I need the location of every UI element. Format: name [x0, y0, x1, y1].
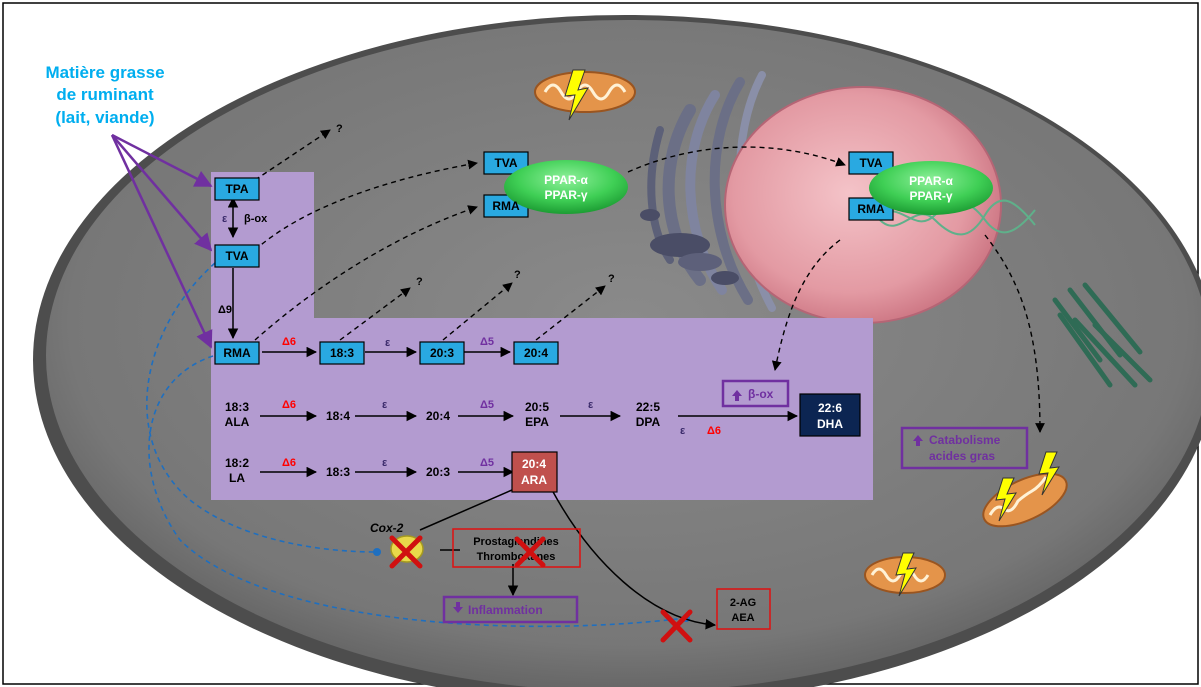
tpa-label: TPA [225, 182, 248, 196]
epsilon-ala-2: ε [588, 399, 594, 411]
delta5-la: Δ5 [480, 457, 494, 469]
delta5-rma: Δ5 [480, 336, 494, 348]
c20-3-box [419, 341, 465, 365]
arrow-up-icon [732, 390, 742, 401]
dpa-label: DPA [636, 415, 661, 429]
epsilon-ala-1: ε [382, 399, 388, 411]
rma-nucleus-label: RMA [857, 202, 885, 216]
ara-number: 20:4 [522, 457, 546, 471]
ppar-receptors [504, 160, 993, 215]
dpa-number: 22:5 [636, 400, 660, 414]
ppar-nucleus [869, 161, 993, 215]
dashed-arrows [254, 129, 1045, 433]
pathway-panel [211, 172, 873, 500]
vesicles [640, 209, 739, 285]
ala-20-4: 20:4 [426, 409, 450, 423]
tva-nucleus-box [848, 151, 894, 175]
prostaglandins-box: Prostaglandines Thromboxanes [452, 528, 581, 568]
c18-3-label: 18:3 [330, 346, 354, 360]
catabolism-line-2: acides gras [929, 449, 995, 463]
ppar-gamma-nucleus: PPAR-γ [909, 189, 952, 203]
ppar-alpha-nucleus: PPAR-α [909, 174, 953, 188]
epa-number: 20:5 [525, 400, 549, 414]
inhibition-lines [146, 262, 687, 628]
beta-ox-up-label: β-ox [748, 387, 774, 401]
la-20-3: 20:3 [426, 465, 450, 479]
catabolism-line-1: Catabolisme [929, 433, 1001, 447]
dha-number: 22:6 [818, 401, 842, 415]
c20-4-label: 20:4 [524, 346, 548, 360]
inflammation-label: Inflammation [468, 603, 543, 617]
catabolism-box: Catabolisme acides gras [900, 426, 1029, 470]
unknown-1: ? [336, 123, 343, 135]
rma-outer-label: RMA [492, 199, 520, 213]
source-line-2: de ruminant [56, 85, 154, 104]
la-label: LA [229, 471, 245, 485]
unknown-3: ? [514, 269, 521, 281]
delta9-label: Δ9 [218, 304, 232, 316]
ppar-alpha-outer: PPAR-α [544, 173, 588, 187]
delta6-la: Δ6 [282, 457, 296, 469]
la-18-3: 18:3 [326, 465, 350, 479]
lightning-icon [564, 69, 1060, 597]
rma-box [214, 341, 260, 365]
delta6-rma: Δ6 [282, 336, 296, 348]
tva-box [214, 244, 260, 268]
beta-ox-up-box: β-ox [721, 379, 790, 408]
epsilon-rma: ε [385, 337, 391, 349]
epsilon-la: ε [382, 457, 388, 469]
tpa-box [214, 177, 260, 201]
unknown-2: ? [416, 276, 423, 288]
ala-18-4: 18:4 [326, 409, 350, 423]
epa-label: EPA [525, 415, 549, 429]
la-number: 18:2 [225, 456, 249, 470]
tva-outer-box [483, 151, 529, 175]
beta-ox-label: β-ox [244, 213, 268, 225]
2ag-label: 2-AG [730, 597, 756, 609]
ala-label: ALA [225, 415, 250, 429]
delta6-ala: Δ6 [282, 399, 296, 411]
ara-label: ARA [521, 473, 547, 487]
dha-box [799, 393, 861, 437]
c18-3-box [319, 341, 365, 365]
arrow-up-icon [913, 435, 923, 446]
c20-3-label: 20:3 [430, 346, 454, 360]
cox2-label: Cox-2 [370, 521, 404, 535]
solid-arrows [227, 196, 799, 630]
unknown-4: ? [608, 273, 615, 285]
ala-number: 18:3 [225, 400, 249, 414]
aea-label: AEA [731, 612, 754, 624]
ppar-outer [504, 160, 628, 214]
delta6-ala-2: Δ6 [707, 425, 721, 437]
fatty-acid-boxes [214, 151, 894, 493]
endocannabinoids-box: 2-AG AEA [716, 588, 771, 630]
tva-outer-label: TVA [494, 156, 517, 170]
tva-nucleus-label: TVA [859, 156, 882, 170]
dha-label: DHA [817, 417, 843, 431]
source-arrows [110, 133, 213, 349]
epsilon-tpa: ε [222, 213, 228, 225]
cross-icon [389, 535, 693, 643]
inflammation-box: Inflammation [442, 595, 579, 624]
rma-label: RMA [223, 346, 251, 360]
thromboxanes-label: Thromboxanes [477, 551, 556, 563]
epsilon-ala-3: ε [680, 425, 686, 437]
c20-4-box [513, 341, 559, 365]
source-label: Matière grasse de ruminant (lait, viande… [45, 63, 164, 127]
delta5-ala: Δ5 [480, 399, 494, 411]
ppar-gamma-outer: PPAR-γ [544, 188, 587, 202]
tva-label: TVA [225, 249, 248, 263]
mitochondrion-right [1052, 282, 1153, 388]
arrow-down-icon [453, 602, 463, 613]
source-line-3: (lait, viande) [55, 108, 154, 127]
ara-box [511, 451, 558, 493]
source-line-1: Matière grasse [45, 63, 164, 82]
